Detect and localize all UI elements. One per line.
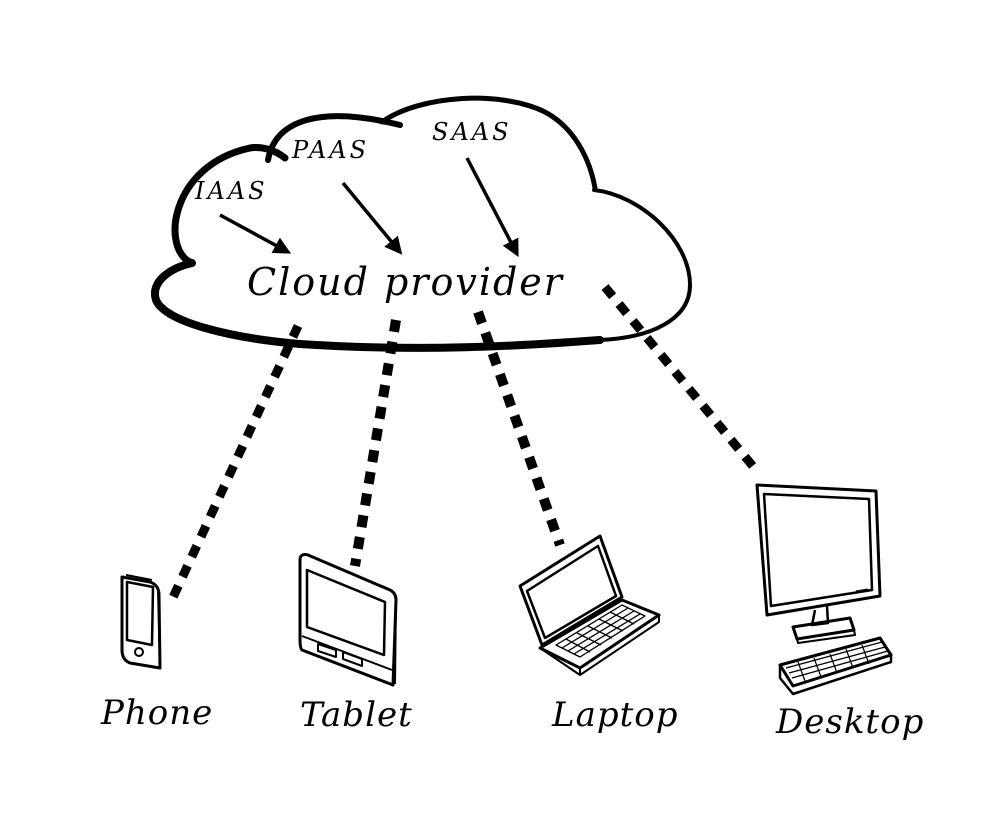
cloud-bump-2: [265, 113, 403, 163]
device-label-desktop: Desktop: [775, 702, 924, 742]
arrow-paas: [341, 181, 403, 255]
connections: [165, 284, 760, 606]
device-label-laptop: Laptop: [551, 695, 679, 735]
service-label-saas: SAAS: [432, 118, 512, 146]
cloud-provider-title: Cloud provider: [247, 260, 565, 304]
cloud-shape: [150, 95, 692, 352]
service-label-paas: PAAS: [291, 136, 369, 164]
arrow-iaas: [219, 213, 292, 254]
tablet-icon: [298, 553, 398, 687]
cloud-right: [592, 188, 692, 342]
connection-tablet: [350, 319, 401, 567]
device-label-tablet: Tablet: [300, 695, 413, 735]
connection-desktop: [601, 284, 760, 473]
device-label-phone: Phone: [100, 693, 213, 733]
service-label-iaas: IAAS: [194, 177, 268, 205]
desktop-icon: [755, 483, 893, 696]
laptop-icon: [518, 534, 661, 676]
connection-phone: [165, 324, 303, 606]
cloud-outline: [171, 144, 289, 267]
cloud-bottom: [150, 259, 604, 352]
connection-laptop: [473, 310, 565, 547]
arrow-saas: [465, 157, 519, 258]
cloud-bump-3: [379, 95, 598, 191]
phone-icon: [120, 574, 162, 670]
